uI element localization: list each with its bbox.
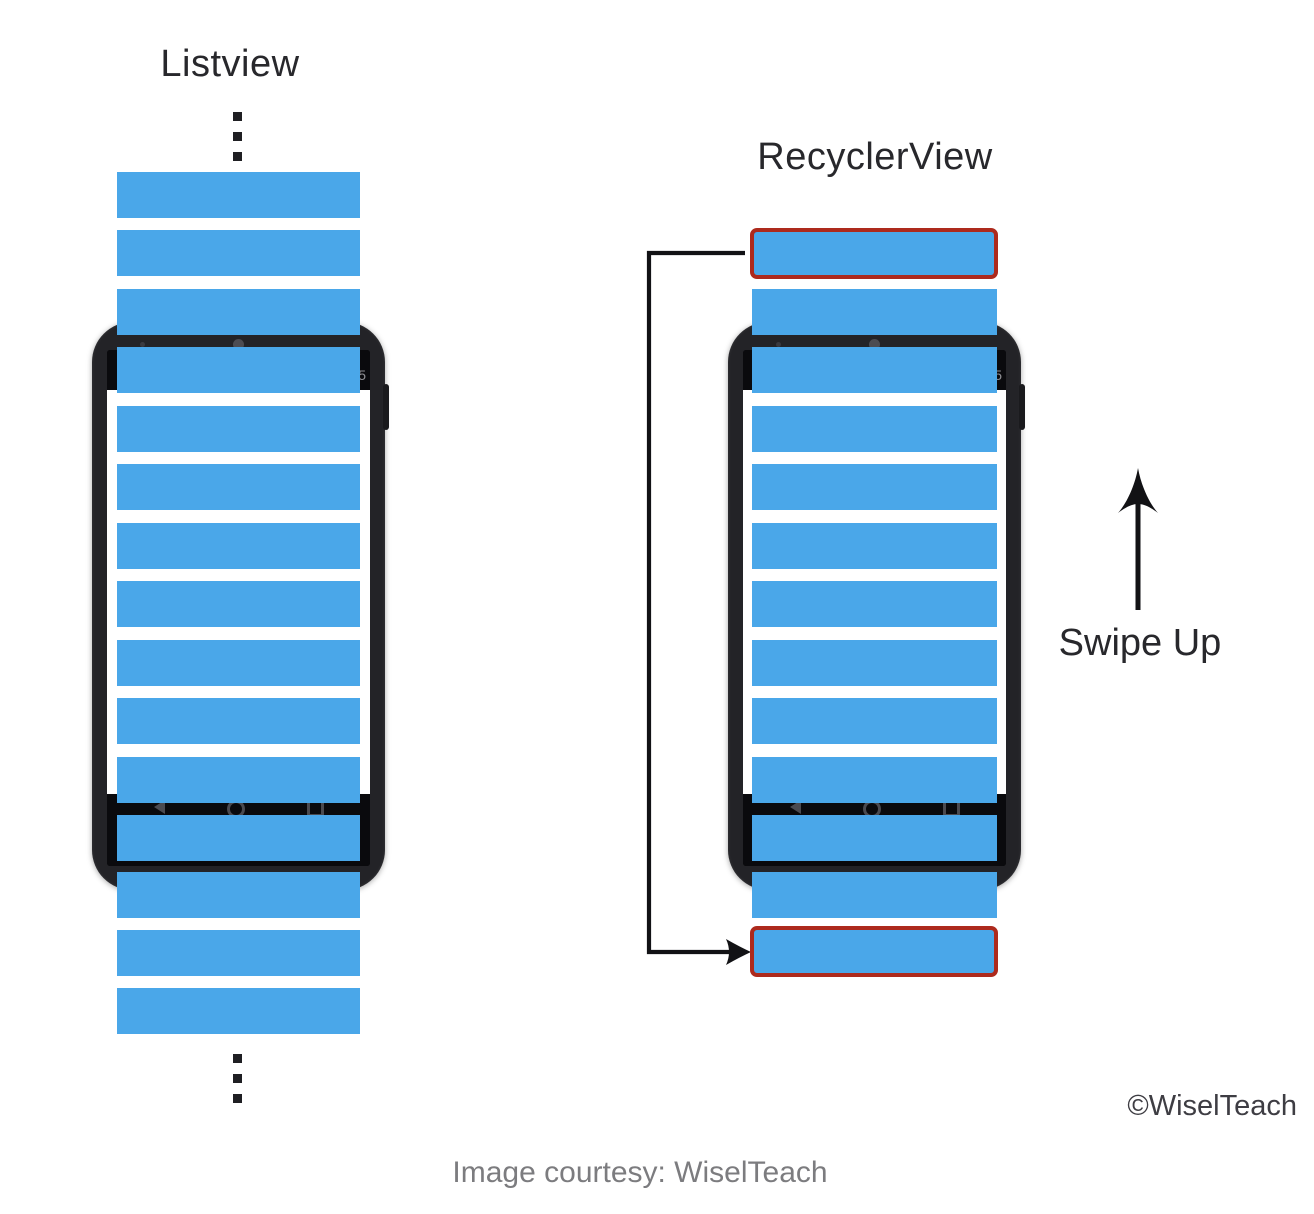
status-text: 5 (358, 367, 366, 383)
recycled-item-bar (750, 926, 998, 977)
camera-icon (869, 339, 880, 350)
ellipsis-bottom-icon (233, 1054, 242, 1103)
sensor-dot-icon (140, 342, 145, 347)
dot (233, 1054, 242, 1063)
ellipsis-top-icon (233, 112, 242, 161)
listview-item-bar (117, 988, 360, 1034)
listview-item-bar (117, 289, 360, 335)
recyclerview-item-bar (752, 698, 997, 744)
recyclerview-item-bar (752, 289, 997, 335)
listview-item-bar (117, 172, 360, 218)
dot (233, 112, 242, 121)
image-caption: Image courtesy: WiselTeach (452, 1156, 828, 1189)
back-icon (153, 800, 165, 814)
status-text: 5 (994, 367, 1002, 383)
listview-item-bar (117, 815, 360, 861)
recyclerview-item-bar (752, 347, 997, 393)
back-icon (789, 800, 801, 814)
swipe-up-label: Swipe Up (1058, 622, 1222, 664)
listview-item-bar (117, 406, 360, 452)
recyclerview-item-bar (752, 757, 997, 803)
listview-item-bar (117, 230, 360, 276)
listview-item-bar (117, 872, 360, 918)
listview-item-bar (117, 581, 360, 627)
listview-item-bar (117, 347, 360, 393)
listview-item-bar (117, 464, 360, 510)
power-button (383, 384, 389, 430)
recyclerview-item-bar (752, 815, 997, 861)
dot (233, 1074, 242, 1083)
dot (233, 132, 242, 141)
recyclerview-item-bar (752, 464, 997, 510)
recyclerview-title: RecyclerView (757, 136, 993, 178)
recycled-item-bar (750, 228, 998, 279)
listview-item-bar (117, 523, 360, 569)
listview-item-bar (117, 698, 360, 744)
recyclerview-item-bar (752, 406, 997, 452)
sensor-dot-icon (776, 342, 781, 347)
recyclerview-item-bar (752, 640, 997, 686)
listview-title: Listview (160, 43, 300, 85)
dot (233, 1094, 242, 1103)
recyclerview-item-bar (752, 581, 997, 627)
swipe-up-arrow (1118, 468, 1158, 610)
recyclerview-item-bar (752, 523, 997, 569)
listview-item-bar (117, 930, 360, 976)
power-button (1019, 384, 1025, 430)
dot (233, 152, 242, 161)
camera-icon (233, 339, 244, 350)
listview-item-bar (117, 757, 360, 803)
watermark: ©WiselTeach (1127, 1090, 1297, 1122)
listview-item-bar (117, 640, 360, 686)
recyclerview-item-bar (752, 872, 997, 918)
recycle-loop-arrow (646, 250, 751, 965)
